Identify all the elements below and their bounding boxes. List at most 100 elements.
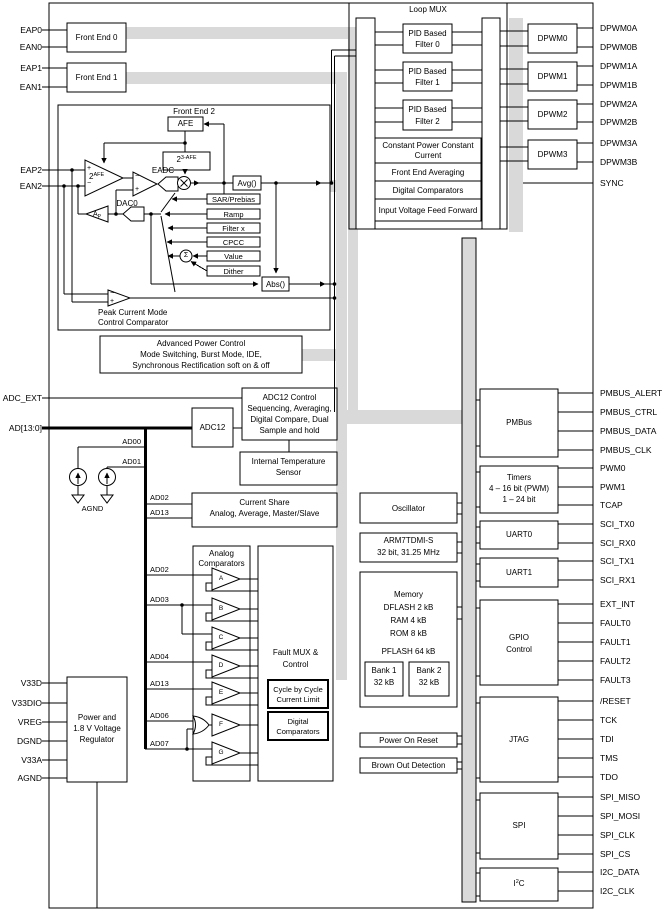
ad-tap-label: AD04 [150, 652, 169, 661]
block-rects [48, 2, 594, 909]
feedback-amp [84, 205, 109, 223]
pin-label: SCI_RX1 [600, 575, 636, 585]
pid-filter-label: Filter 1 [415, 78, 440, 87]
pin-label: FAULT0 [600, 618, 631, 628]
ad-tap-label: AD03 [150, 595, 169, 604]
analog-comparators-title: Comparators [198, 559, 245, 568]
uart0-label: UART0 [505, 530, 533, 539]
gpio-label: GPIO [508, 633, 529, 642]
memory-label: ROM 8 kB [390, 629, 427, 638]
bank1-label: 32 kB [373, 678, 395, 687]
comparator-F [211, 713, 242, 737]
analog-shapes [69, 159, 242, 765]
i2c-end: C [518, 879, 525, 888]
pid-filter-label: Filter 2 [415, 117, 440, 126]
agnd-symbol-2 [100, 494, 114, 504]
front-end-0-label: Front End 0 [75, 33, 118, 42]
bank2-label: Bank 2 [416, 666, 442, 675]
pin-label: TDI [600, 734, 614, 744]
dpwm-label: DPWM2 [537, 110, 568, 119]
pin-label: TDO [600, 772, 618, 782]
pin-label: EAP1 [20, 63, 42, 73]
regulator-label: 1.8 V Voltage [73, 724, 121, 733]
memory-label: DFLASH 2 kB [383, 603, 434, 612]
i2c-label: I2C [480, 879, 558, 891]
mux-item-label: SAR/Prebias [212, 195, 255, 204]
ad-tap-label: AD13 [150, 508, 169, 517]
dac0-flag [122, 206, 145, 222]
agnd-symbol-1 [71, 494, 85, 504]
analog-comparators-title: Analog [209, 549, 234, 558]
abs-label: Abs() [265, 280, 286, 289]
cycle-limit-label: Cycle by Cycle [273, 685, 323, 694]
minus-sign: − [110, 290, 115, 297]
adc12-label: ADC12 [199, 423, 226, 432]
comparator-letter: G [218, 749, 224, 756]
dpwm-label: DPWM1 [537, 72, 568, 81]
pin-label: DPWM0A [600, 23, 638, 33]
comparator-A [211, 567, 242, 591]
pin-label: AD[13:0] [8, 423, 42, 433]
peak-comparator-label: Control Comparator [98, 318, 169, 327]
ad-tap-label: AD02 [150, 565, 169, 574]
cpcc-label: Current [414, 151, 442, 160]
eadc-amp [132, 171, 159, 197]
pin-label: EAN2 [19, 181, 42, 191]
pin-label: V33DIO [11, 698, 42, 708]
current-share-label: Analog, Average, Master/Slave [209, 509, 320, 518]
front-end-1-label: Front End 1 [75, 73, 118, 82]
ad-tap-label: AD13 [150, 679, 169, 688]
comparator-letter: E [218, 689, 224, 696]
fault-mux-label: Control [282, 660, 309, 669]
pin-label: TMS [600, 753, 618, 763]
apc-label: Synchronous Rectification soft on & off [132, 361, 270, 370]
mux-item-label: Filter x [222, 224, 245, 233]
cycle-limit-label: Current Limit [276, 695, 320, 704]
avg-label: Avg() [237, 179, 257, 188]
pin-label: VREG [17, 717, 42, 727]
plus-sign: + [110, 298, 115, 305]
ivff-label: Input Voltage Feed Forward [378, 206, 478, 215]
gain-amp [84, 159, 125, 197]
pin-label: PMBUS_ALERT [600, 388, 663, 398]
pin-label: EAN0 [19, 42, 42, 52]
digital-comparators-2-label: Digital [287, 717, 309, 726]
memory-label: Memory [394, 590, 423, 599]
pin-label: SCI_TX0 [600, 519, 635, 529]
timers-label: 4 – 16 bit (PWM) [488, 484, 549, 493]
pin-label: PMBUS_CTRL [600, 407, 658, 417]
chip-outline [48, 2, 594, 909]
timers-label: Timers [506, 473, 532, 482]
afe-label: AFE [177, 119, 194, 128]
pin-label: SYNC [600, 178, 624, 188]
oscillator-label: Oscillator [391, 504, 426, 513]
comparator-letter: F [219, 721, 223, 728]
dac0-label: DAC0 [116, 199, 138, 208]
mux-item-label: Ramp [223, 210, 244, 219]
adc12-control-label: Digital Compare, Dual [250, 415, 329, 424]
gain-exp: AFE [93, 172, 105, 178]
peripheral-bus-bar [461, 237, 477, 903]
fault-mux-label: Fault MUX & [272, 648, 319, 657]
pin-label: EAP0 [20, 25, 42, 35]
pflash-label: PFLASH 64 kB [381, 647, 436, 656]
current-share-label: Current Share [239, 498, 290, 507]
pin-label: FAULT2 [600, 656, 631, 666]
temp-sensor-label: Sensor [275, 468, 302, 477]
mux-item-label: Value [224, 252, 243, 261]
uart1-label: UART1 [505, 568, 533, 577]
por-label: Power On Reset [379, 736, 438, 745]
or-gate [192, 715, 210, 735]
pin-label: SPI_CS [600, 849, 631, 859]
pin-label: I2C_CLK [600, 886, 635, 896]
arm-label: ARM7TDMI-S [383, 536, 434, 545]
pid-filter-label: PID Based [408, 67, 447, 76]
mux-item-label: Dither [223, 267, 244, 276]
gain-base: 2 [89, 172, 94, 181]
ad-tap-label: AD06 [150, 711, 169, 720]
digital-comparators-2-label: Comparators [276, 727, 320, 736]
comparator-D [211, 654, 242, 678]
jtag-label: JTAG [509, 735, 529, 744]
timers-label: 1 – 24 bit [502, 495, 536, 504]
pin-label: DPWM1A [600, 61, 638, 71]
